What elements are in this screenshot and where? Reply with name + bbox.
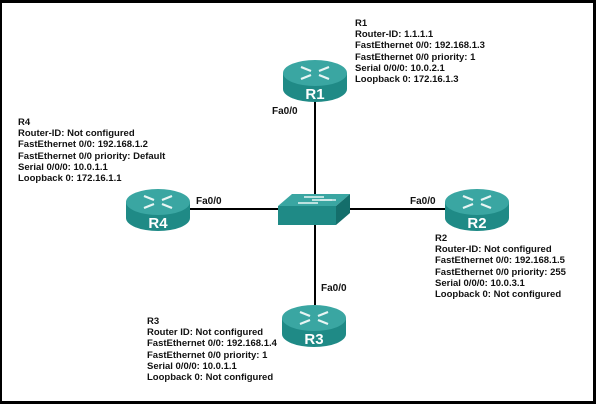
info-name: R3 <box>147 316 160 327</box>
port-label-r1: Fa0/0 <box>272 106 298 117</box>
port-label-r2: Fa0/0 <box>410 196 436 207</box>
info-r3: R3 Router ID: Not configured FastEtherne… <box>147 316 277 383</box>
info-fa00-priority: FastEthernet 0/0 priority: 1 <box>147 349 268 361</box>
router-label: R1 <box>305 86 324 103</box>
router-icon: R2 <box>445 189 509 232</box>
port-label-r3: Fa0/0 <box>321 283 347 294</box>
info-loopback: Loopback 0: 172.16.1.3 <box>355 74 459 86</box>
info-fa00-priority: FastEthernet 0/0 priority: 1 <box>355 51 476 63</box>
router-r3[interactable]: R3 <box>280 302 348 350</box>
router-label: R3 <box>304 331 323 348</box>
info-loopback: Loopback 0: 172.16.1.1 <box>18 173 122 185</box>
info-serial: Serial 0/0/0: 10.0.1.1 <box>18 161 108 173</box>
router-r2[interactable]: R2 <box>443 186 511 234</box>
router-icon: R3 <box>282 305 346 348</box>
info-serial: Serial 0/0/0: 10.0.2.1 <box>355 62 445 74</box>
router-label: R2 <box>467 215 486 232</box>
info-r2: R2 Router-ID: Not configured FastEtherne… <box>435 233 566 300</box>
info-fa00-ip: FastEthernet 0/0: 192.168.1.2 <box>18 139 148 151</box>
info-serial: Serial 0/0/0: 10.0.3.1 <box>435 277 525 289</box>
info-r4: R4 Router-ID: Not configured FastEtherne… <box>18 117 165 184</box>
info-fa00-ip: FastEthernet 0/0: 192.168.1.5 <box>435 255 565 267</box>
info-fa00-priority: FastEthernet 0/0 priority: 255 <box>435 266 566 278</box>
info-name: R4 <box>18 117 31 128</box>
router-r1[interactable]: R1 <box>281 57 349 105</box>
router-icon: R4 <box>126 189 190 232</box>
info-router-id: Router-ID: Not configured <box>18 128 135 140</box>
switch[interactable] <box>276 192 352 228</box>
router-icon: R1 <box>283 60 347 103</box>
switch-icon <box>278 194 350 225</box>
info-serial: Serial 0/0/0: 10.0.1.1 <box>147 360 237 372</box>
info-loopback: Loopback 0: Not configured <box>147 372 274 384</box>
router-label: R4 <box>148 215 168 232</box>
info-fa00-priority: FastEthernet 0/0 priority: Default <box>18 150 166 162</box>
info-router-id: Router-ID: Not configured <box>435 244 552 256</box>
info-loopback: Loopback 0: Not configured <box>435 289 562 301</box>
info-router-id: Router-ID: 1.1.1.1 <box>355 29 434 41</box>
info-name: R2 <box>435 233 448 244</box>
info-r1: R1 Router-ID: 1.1.1.1 FastEthernet 0/0: … <box>355 18 485 85</box>
port-label-r4: Fa0/0 <box>196 196 222 207</box>
router-r4[interactable]: R4 <box>124 186 192 234</box>
info-fa00-ip: FastEthernet 0/0: 192.168.1.3 <box>355 40 485 52</box>
info-fa00-ip: FastEthernet 0/0: 192.168.1.4 <box>147 338 277 350</box>
info-router-id: Router ID: Not configured <box>147 327 264 339</box>
info-name: R1 <box>355 18 368 29</box>
